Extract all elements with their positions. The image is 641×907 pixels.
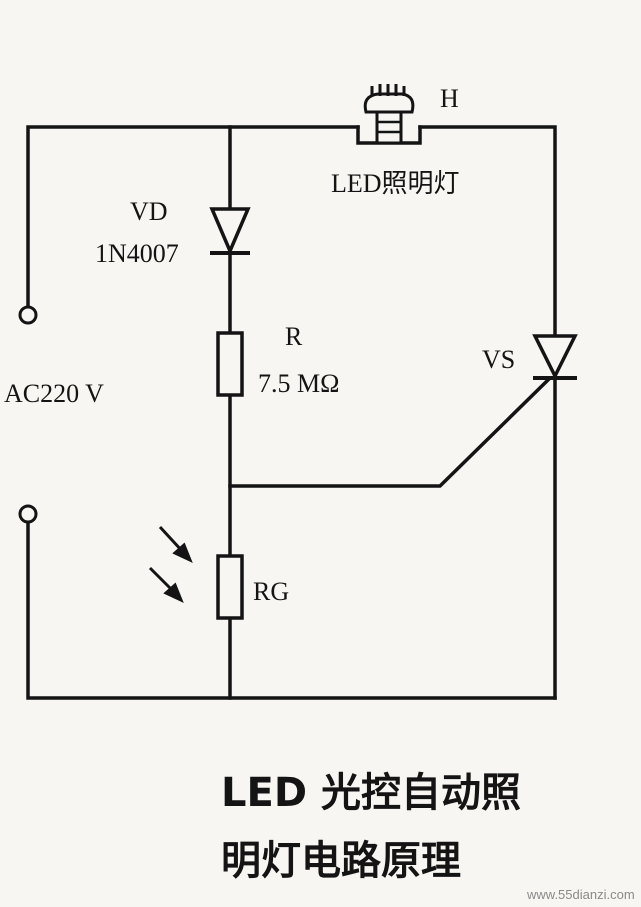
supply-label: AC220 V — [4, 379, 104, 408]
resistor-r: R 7.5 MΩ — [216, 322, 339, 398]
lamp-description-label: LED照明灯 — [331, 169, 460, 198]
terminal-bottom — [18, 504, 38, 524]
wires — [26, 125, 557, 700]
supply-terminals: AC220 V — [4, 305, 104, 524]
thyristor-ref-label: VS — [482, 345, 515, 374]
photoresistor-ref-label: RG — [253, 577, 289, 606]
wire-top-right — [418, 125, 557, 700]
lamp-ref-label: H — [440, 84, 459, 113]
diode-vd: VD 1N4007 — [95, 197, 251, 268]
wire-gate — [228, 377, 551, 488]
thyristor-vs: VS — [482, 334, 578, 380]
diode-icon — [209, 207, 251, 256]
thyristor-icon — [532, 334, 578, 380]
lamp-bulb-icon — [363, 92, 415, 114]
resistor-ref-label: R — [285, 322, 303, 351]
light-arrow-icon — [148, 525, 193, 603]
caption-line-1: LED 光控自动照 — [221, 770, 521, 816]
lamp-base — [375, 110, 403, 145]
resistor-icon — [216, 331, 244, 397]
photoresistor-icon — [216, 554, 244, 620]
caption-line-2: 明灯电路原理 — [221, 838, 461, 884]
wire-left-lower — [26, 520, 557, 700]
diode-part-label: 1N4007 — [95, 239, 179, 268]
watermark: www.55dianzi.com — [526, 887, 635, 902]
diode-ref-label: VD — [130, 197, 168, 226]
resistor-value-label: 7.5 MΩ — [258, 369, 339, 398]
photoresistor-rg: RG — [148, 525, 289, 620]
terminal-top — [18, 305, 38, 325]
lamp-h: H LED照明灯 — [331, 84, 460, 198]
lamp-filament-icon — [370, 84, 406, 96]
wire-left-upper — [26, 125, 360, 309]
